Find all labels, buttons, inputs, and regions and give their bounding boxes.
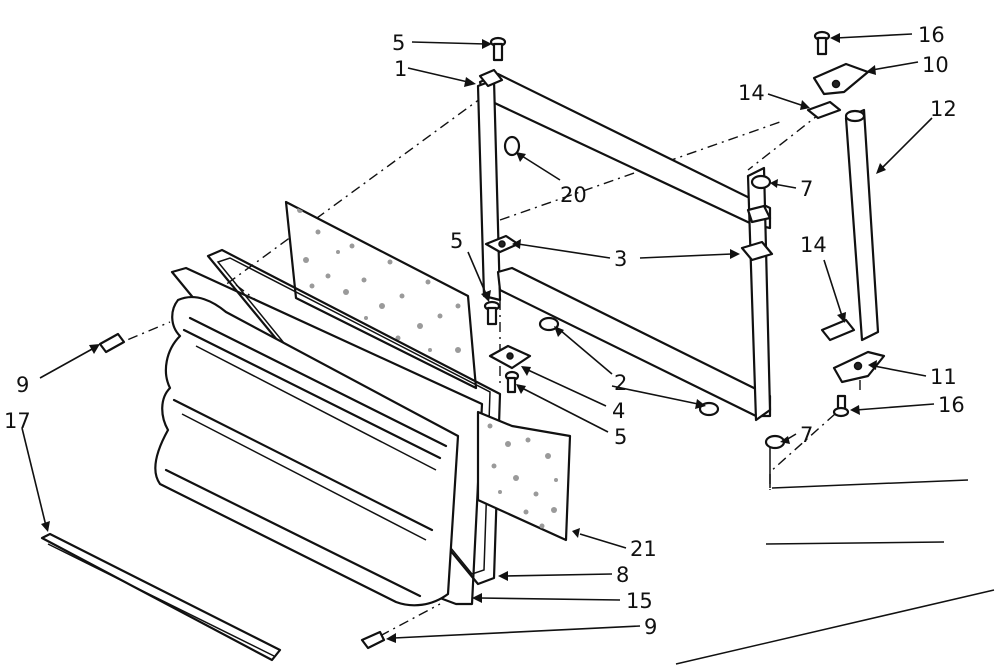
leader-lines bbox=[21, 33, 935, 643]
callout-2: 2 bbox=[614, 371, 627, 395]
hinge-shim-part-14-upper bbox=[806, 100, 842, 120]
hinge-tube-part-12 bbox=[844, 108, 880, 342]
screw-part-16-top bbox=[813, 30, 831, 56]
callout-9-upper: 9 bbox=[16, 373, 29, 397]
callout-11: 11 bbox=[930, 365, 957, 389]
screw-part-9-upper bbox=[98, 332, 126, 354]
plug-part-2-a bbox=[538, 316, 560, 332]
lower-rail-part-2 bbox=[496, 266, 772, 418]
callout-14-upper: 14 bbox=[738, 81, 765, 105]
screw-part-5-top bbox=[489, 36, 507, 62]
latch-plate-part-4 bbox=[488, 344, 532, 370]
callout-7-lower: 7 bbox=[800, 423, 813, 447]
callout-8: 8 bbox=[616, 563, 629, 587]
callout-16-bottom: 16 bbox=[938, 393, 965, 417]
callout-5-low: 5 bbox=[614, 425, 627, 449]
callout-16-top: 16 bbox=[918, 23, 945, 47]
callout-5-mid: 5 bbox=[450, 229, 463, 253]
callout-3: 3 bbox=[614, 247, 627, 271]
callout-5-top: 5 bbox=[392, 31, 405, 55]
plug-part-20 bbox=[503, 135, 521, 157]
callout-17: 17 bbox=[4, 409, 31, 433]
construction-lines bbox=[675, 436, 995, 665]
callout-14-lower: 14 bbox=[800, 233, 827, 257]
screw-part-5-low bbox=[504, 370, 520, 394]
callout-20: 20 bbox=[560, 183, 587, 207]
callout-4: 4 bbox=[612, 399, 625, 423]
screw-part-9-lower bbox=[360, 630, 386, 650]
hinge-shim-part-14-lower bbox=[820, 318, 856, 342]
callout-15: 15 bbox=[626, 589, 653, 613]
callout-10: 10 bbox=[922, 53, 949, 77]
callout-1: 1 bbox=[394, 57, 407, 81]
callout-9-lower: 9 bbox=[644, 615, 657, 639]
upper-hinge-part-10 bbox=[812, 62, 870, 96]
screw-part-5-mid bbox=[483, 300, 501, 326]
right-stile bbox=[740, 166, 774, 422]
insulation-piece-part-21 bbox=[476, 410, 572, 542]
screw-part-16-bottom bbox=[832, 394, 850, 418]
inner-door-liner bbox=[154, 295, 460, 607]
callout-12: 12 bbox=[930, 97, 957, 121]
door-shelf-rail-part-17 bbox=[40, 532, 282, 662]
callout-21: 21 bbox=[630, 537, 657, 561]
cap-part-7-upper bbox=[750, 174, 772, 190]
callout-labels: 5 1 20 3 5 2 4 5 7 7 21 8 15 9 9 17 16 1… bbox=[4, 23, 965, 639]
callout-7-upper: 7 bbox=[800, 177, 813, 201]
